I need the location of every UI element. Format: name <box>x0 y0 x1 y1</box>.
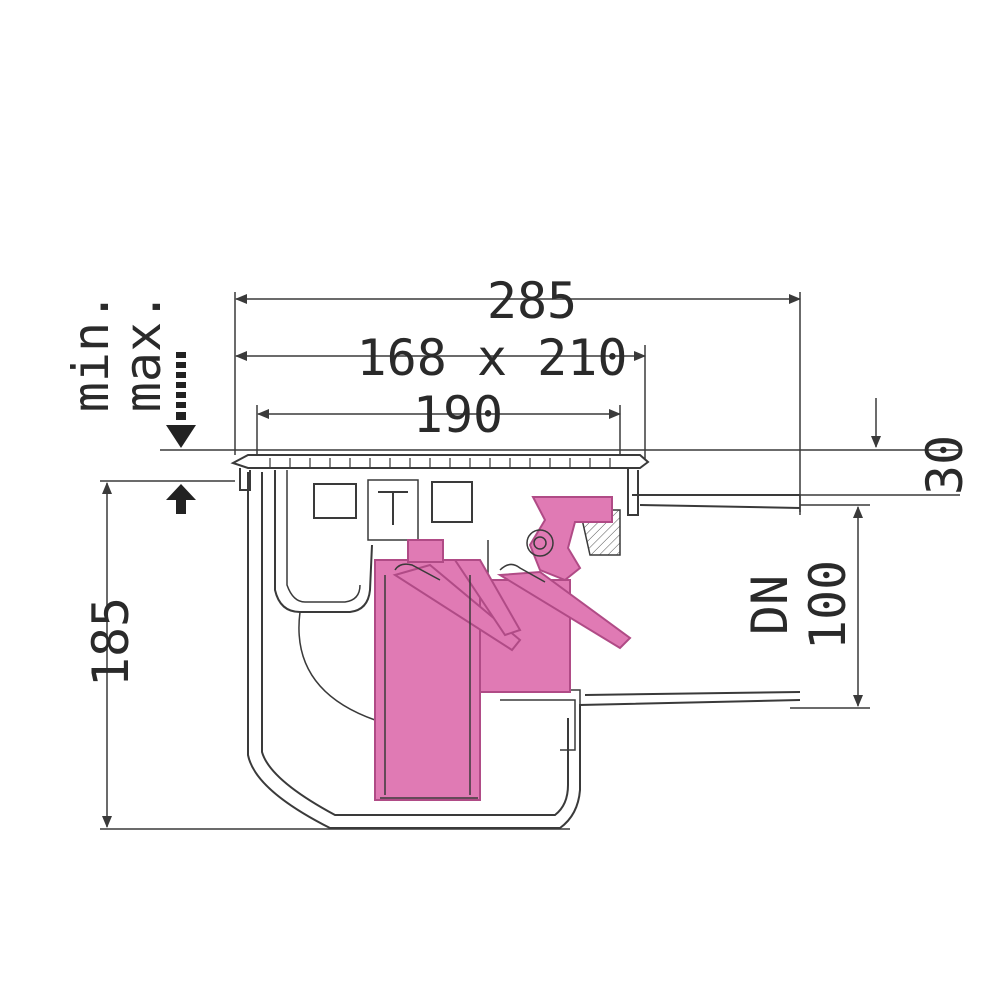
outer-wall <box>247 472 801 829</box>
pipe-bottom-inner <box>584 691 801 696</box>
frame-window-left <box>313 483 357 519</box>
trap-top-part <box>528 496 613 582</box>
label-168x210: 168 x 210 <box>357 329 628 387</box>
label-185: 185 <box>82 597 140 687</box>
min-max-arrows <box>166 352 196 514</box>
label-min: min. <box>62 292 120 412</box>
bucket <box>274 470 373 613</box>
trap-cap <box>407 539 444 563</box>
flange-right <box>627 468 639 516</box>
label-285: 285 <box>487 272 577 330</box>
arrow-up-icon <box>166 484 196 500</box>
channel-curve <box>298 611 376 721</box>
label-190: 190 <box>413 386 503 444</box>
hinge-circle <box>526 529 554 557</box>
inner-wall <box>261 472 569 816</box>
frame-window-right <box>431 481 473 523</box>
pipe-top-inner <box>639 504 801 509</box>
label-100: 100 <box>799 560 857 650</box>
dimension-labels: 285 168 x 210 190 30 185 DN 100 min. max… <box>62 272 974 687</box>
trap-details <box>380 529 554 799</box>
label-max: max. <box>114 292 172 412</box>
label-30: 30 <box>916 435 974 495</box>
flange-left <box>239 468 251 491</box>
trap-insert <box>374 496 632 801</box>
arrow-down-icon <box>166 425 196 448</box>
drain-body <box>230 454 801 829</box>
label-dn: DN <box>741 575 799 635</box>
grate-top <box>230 454 650 469</box>
